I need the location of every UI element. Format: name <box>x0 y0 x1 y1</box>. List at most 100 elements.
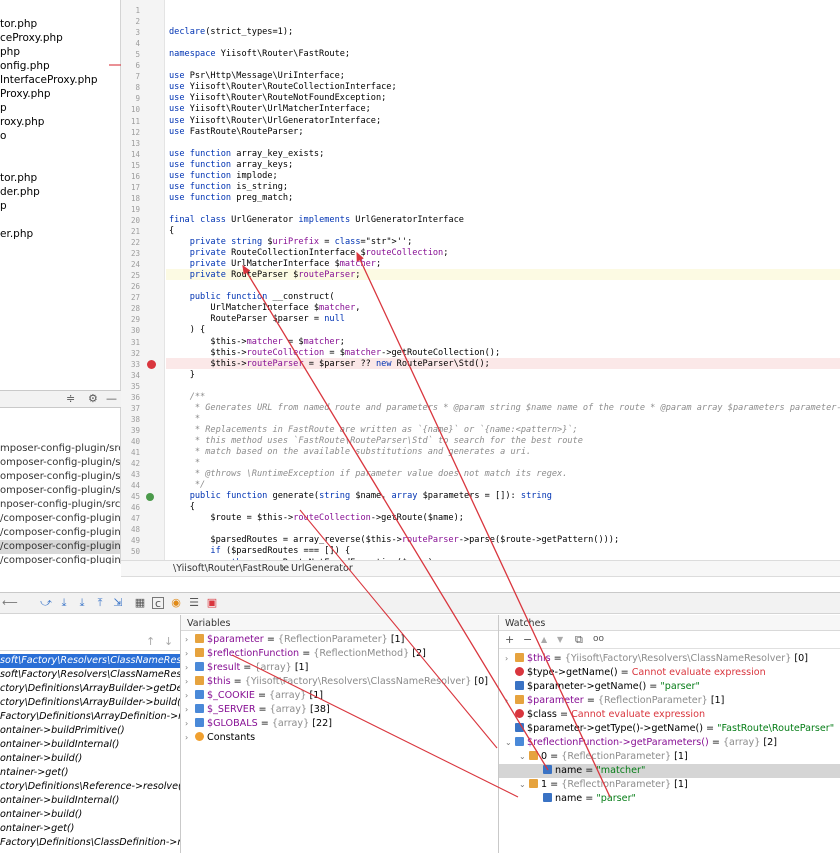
line-number[interactable]: 21 <box>130 227 140 236</box>
line-number[interactable]: 12 <box>130 127 140 137</box>
expand-icon[interactable]: › <box>505 696 509 705</box>
stack-frame[interactable]: ctory\Definitions\ArrayBuilder->build() <box>0 697 181 708</box>
watch-row[interactable]: ⌄1 = {ReflectionParameter} [1] <box>499 778 840 792</box>
line-number[interactable]: 20 <box>130 215 140 225</box>
step-out-icon[interactable]: ⤒ <box>97 596 103 609</box>
changes-list-item[interactable]: /composer-config-plugin/src/Plu <box>0 555 121 564</box>
line-number[interactable]: 6 <box>135 61 140 71</box>
line-number[interactable]: 22 <box>130 238 140 248</box>
line-number[interactable]: 16 <box>130 171 140 181</box>
run-to-cursor-icon[interactable]: ⇲ <box>113 596 123 609</box>
stack-frame[interactable]: ctory\Definitions\ArrayBuilder->getDepe <box>0 683 181 694</box>
step-into-icon[interactable]: ⤓ <box>61 596 67 609</box>
project-file[interactable]: onfig.php <box>0 60 50 72</box>
line-number[interactable]: 14 <box>130 149 140 159</box>
project-file[interactable]: p <box>0 200 7 212</box>
line-number[interactable]: 24 <box>130 260 140 270</box>
line-number[interactable]: 32 <box>130 348 140 358</box>
expand-icon[interactable]: › <box>185 649 189 658</box>
line-number[interactable]: 17 <box>130 182 140 192</box>
project-file[interactable]: ceProxy.php <box>0 32 63 44</box>
line-number[interactable]: 3 <box>135 28 140 38</box>
line-number[interactable]: 49 <box>130 536 140 546</box>
line-number[interactable]: 33 <box>130 359 140 369</box>
line-number[interactable]: 8 <box>135 83 140 93</box>
hide-icon[interactable]: — <box>106 392 117 405</box>
watch-row[interactable]: $type->getName() = Cannot evaluate expre… <box>499 666 840 680</box>
changes-list-item[interactable]: /composer-config-plugin/sr <box>0 513 121 524</box>
stack-frame[interactable]: ontainer->buildInternal() <box>0 795 120 806</box>
stack-frame[interactable]: Factory\Definitions\ClassDefinition->res… <box>0 837 181 848</box>
expand-icon[interactable]: ⌄ <box>519 752 526 761</box>
changes-list-item[interactable]: mposer-config-plugin/src/Bu <box>0 443 120 454</box>
line-number[interactable]: 13 <box>130 138 140 148</box>
line-number[interactable]: 18 <box>130 193 140 203</box>
line-number[interactable]: 46 <box>130 503 140 513</box>
line-number[interactable]: 40 <box>130 436 140 446</box>
variable-row[interactable]: ›$GLOBALS = {array} [22] <box>185 717 332 731</box>
watch-row[interactable]: ›$parameter = {ReflectionParameter} [1] <box>499 694 840 708</box>
stack-frame[interactable]: ntainer->get() <box>0 767 69 778</box>
expand-icon[interactable]: › <box>185 705 189 714</box>
line-number[interactable]: 48 <box>130 525 140 535</box>
remove-watch-icon[interactable]: − <box>523 633 533 646</box>
line-number[interactable]: 31 <box>130 337 140 347</box>
watch-row[interactable]: $class = Cannot evaluate expression <box>499 708 840 722</box>
inline-watch-icon[interactable]: oo <box>593 634 605 644</box>
project-file[interactable]: p <box>0 102 7 114</box>
line-number[interactable]: 28 <box>130 304 140 314</box>
line-number[interactable]: 1 <box>135 6 140 15</box>
line-number[interactable]: 11 <box>130 116 140 126</box>
settings-icon[interactable]: ⚙ <box>88 392 98 405</box>
stack-frame[interactable]: ontainer->buildInternal() <box>0 739 120 750</box>
line-number[interactable]: 30 <box>130 326 140 336</box>
line-number[interactable]: 4 <box>135 39 140 49</box>
project-file[interactable]: tor.php <box>0 18 38 30</box>
line-number[interactable]: 43 <box>130 470 140 480</box>
evaluate-icon[interactable]: ▦ <box>134 596 146 609</box>
watch-row[interactable]: name = "parser" <box>499 792 840 806</box>
line-number[interactable]: 10 <box>130 105 140 115</box>
line-number[interactable]: 34 <box>130 370 140 380</box>
stack-frame[interactable]: soft\Factory\Resolvers\ClassNameResolv <box>0 654 181 668</box>
variable-row[interactable]: ›Constants <box>185 731 255 745</box>
changes-list-item[interactable]: nposer-config-plugin/src/Co <box>0 499 121 510</box>
variable-row[interactable]: ›$_COOKIE = {array} [1] <box>185 689 323 703</box>
changes-list-item[interactable]: omposer-config-plugin/src/Co <box>0 457 121 468</box>
expand-icon[interactable]: › <box>185 663 189 672</box>
variable-row[interactable]: ›$result = {array} [1] <box>185 661 308 675</box>
stack-frame[interactable]: ontainer->build() <box>0 753 83 764</box>
line-number[interactable]: 41 <box>130 448 140 457</box>
variable-row[interactable]: ›$reflectionFunction = {ReflectionMethod… <box>185 647 426 661</box>
move-down-icon[interactable]: ▼ <box>557 635 564 644</box>
expand-icon[interactable]: › <box>185 635 189 644</box>
expand-icon[interactable]: › <box>185 677 189 686</box>
expand-icon[interactable]: › <box>185 733 189 742</box>
expand-icon[interactable]: › <box>185 691 189 700</box>
expand-icon[interactable]: ⌄ <box>519 780 526 789</box>
step-over-icon[interactable]: ⤻ <box>40 596 52 609</box>
line-number[interactable]: 5 <box>135 50 140 60</box>
code-editor[interactable]: declare(strict_types=1);namespace Yiisof… <box>166 0 840 560</box>
project-file[interactable]: InterfaceProxy.php <box>0 74 98 86</box>
stack-frame[interactable]: soft\Factory\Resolvers\ClassNameResolve <box>0 669 181 680</box>
copy-icon[interactable]: ⧉ <box>575 633 583 646</box>
line-number[interactable]: 39 <box>130 425 140 435</box>
line-number[interactable]: 23 <box>130 249 140 259</box>
stack-frame[interactable]: ctory\Definitions\Reference->resolve() <box>0 781 181 792</box>
project-file[interactable]: er.php <box>0 228 34 240</box>
stack-frame[interactable]: Factory\Definitions\ArrayDefinition->res… <box>0 711 181 722</box>
frame-down-icon[interactable]: ↓ <box>164 635 174 648</box>
project-file[interactable]: roxy.php <box>0 116 45 128</box>
project-file[interactable]: der.php <box>0 186 40 198</box>
breadcrumb-class[interactable]: UrlGenerator <box>291 563 353 574</box>
line-number[interactable]: 36 <box>130 392 140 402</box>
variable-row[interactable]: ›$this = {Yiisoft\Factory\Resolvers\Clas… <box>185 675 488 689</box>
project-file[interactable]: Proxy.php <box>0 88 51 100</box>
expand-icon[interactable]: › <box>505 654 509 663</box>
breakpoint-icon[interactable] <box>147 359 156 369</box>
line-number[interactable]: 50 <box>130 547 140 557</box>
changes-list-item[interactable]: /composer-config-plugin/sr <box>0 527 121 538</box>
line-number[interactable]: 45 <box>130 492 140 502</box>
stack-frame[interactable]: ontainer->buildPrimitive() <box>0 725 125 736</box>
